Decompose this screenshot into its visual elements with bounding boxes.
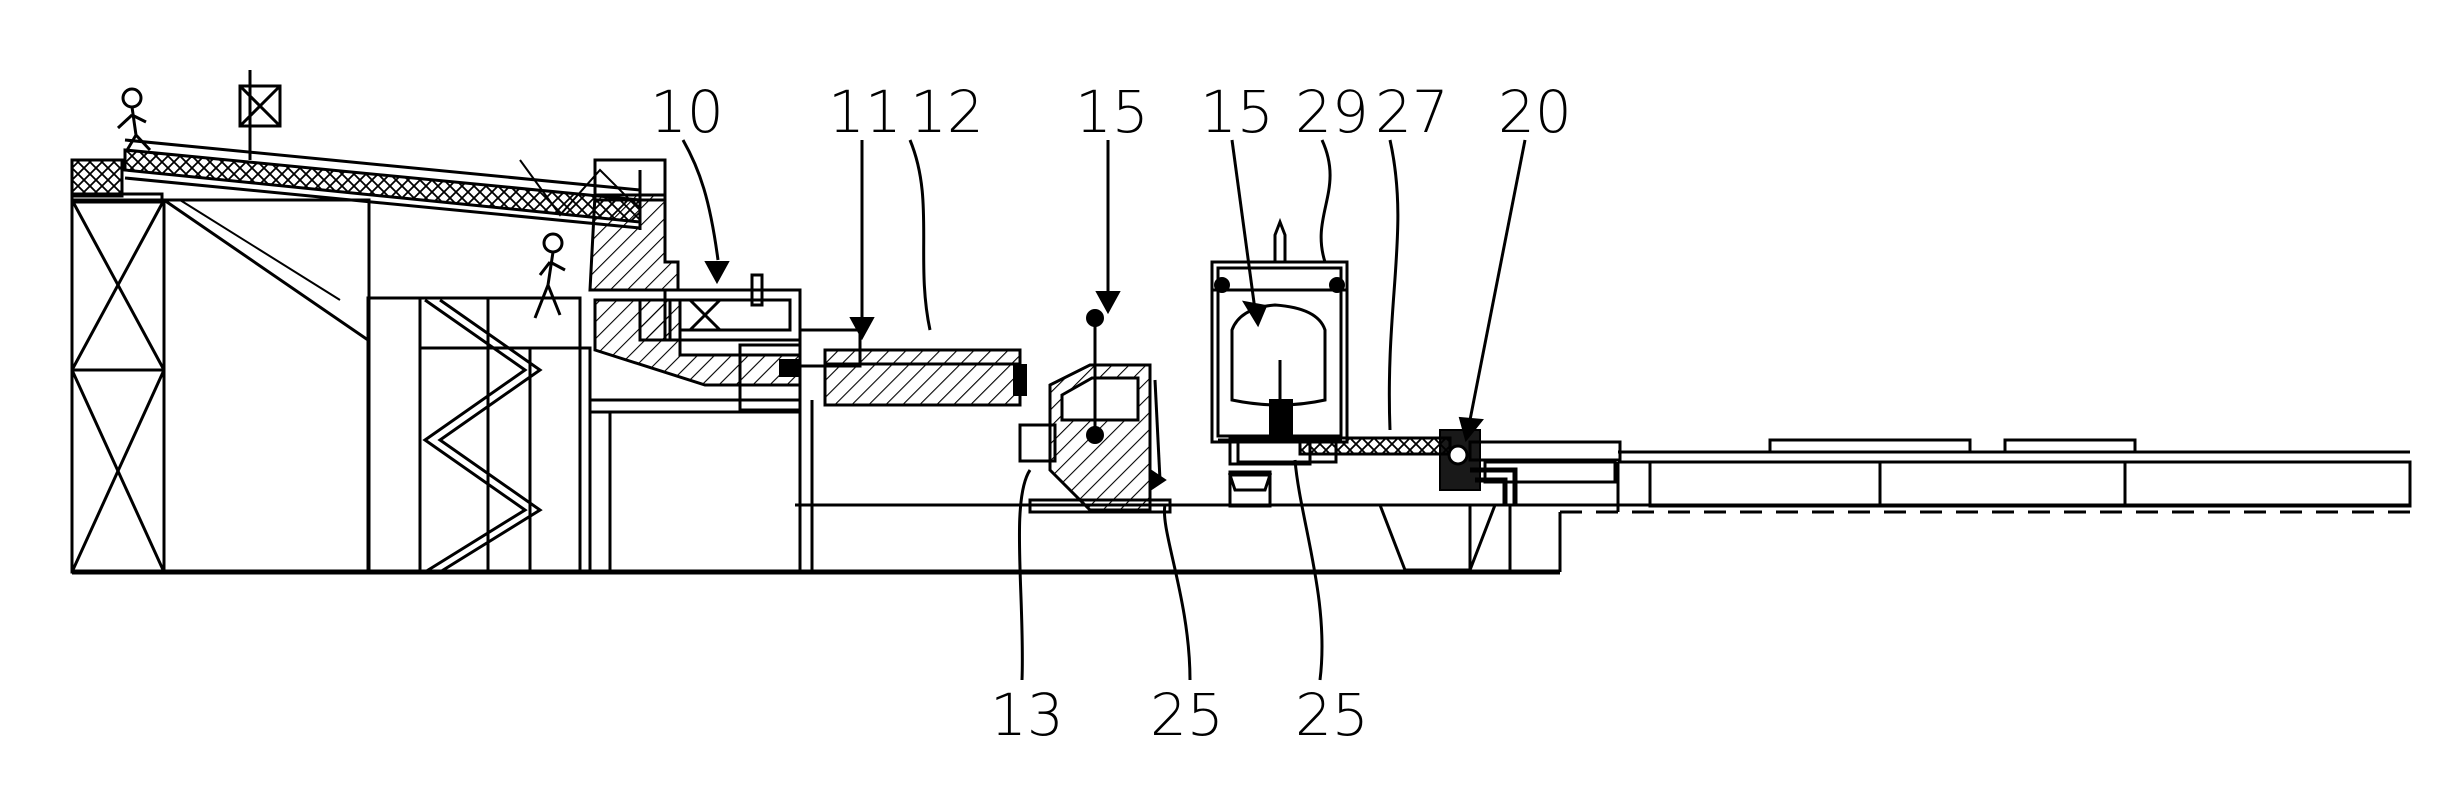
label-11: 11 (828, 78, 902, 146)
label-25a: 25 (1150, 681, 1224, 749)
label-25b: 25 (1295, 681, 1369, 749)
label-15a: 15 (1075, 78, 1149, 146)
label-10: 10 (650, 78, 724, 146)
ladle-crane (1212, 222, 1347, 462)
casting-vessel-left (1014, 310, 1170, 512)
label-27: 27 (1375, 78, 1449, 146)
label-29: 29 (1295, 78, 1369, 146)
support-tower (72, 194, 590, 572)
launder-trough (740, 330, 1020, 570)
ground-base (72, 505, 2410, 572)
worker-figure-middle (535, 234, 565, 318)
label-20: 20 (1498, 78, 1572, 146)
label-15b: 15 (1200, 78, 1274, 146)
delivery-line (1230, 430, 2410, 512)
label-12: 12 (910, 78, 984, 146)
melting-furnace (590, 160, 800, 572)
label-13: 13 (990, 681, 1064, 749)
